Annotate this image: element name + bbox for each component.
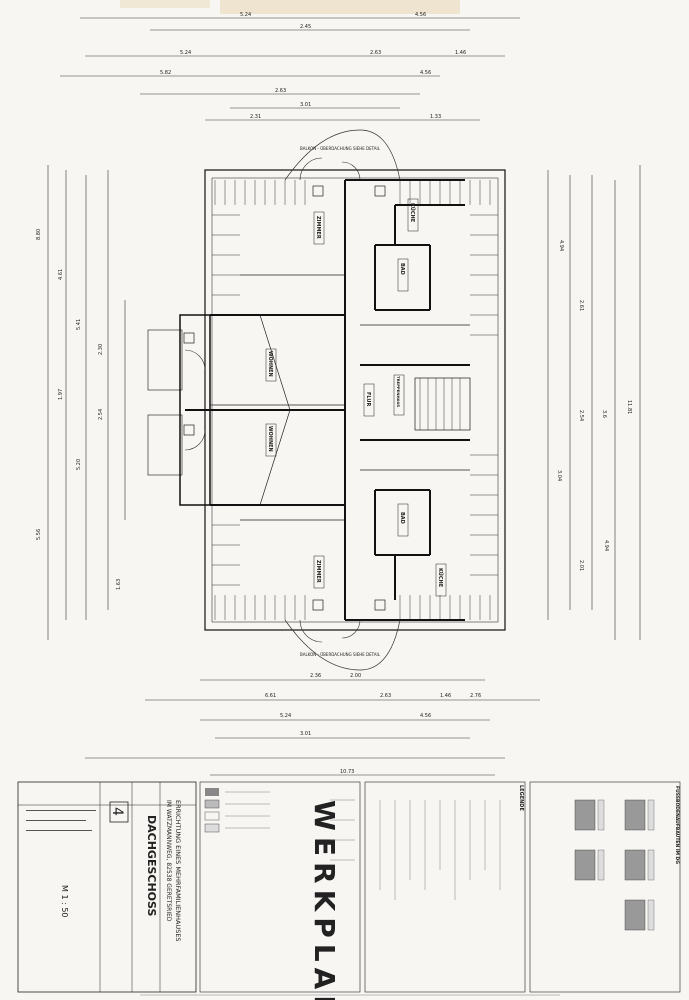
werkplan-band: WERKPLAN xyxy=(199,781,361,1000)
bottom-dim: 4.56 xyxy=(420,713,431,719)
left-dim: 8.80 xyxy=(36,229,42,240)
top-dim: 3.01 xyxy=(300,102,311,108)
left-dim: 2.30 xyxy=(98,344,104,355)
bottom-dim: 6.61 xyxy=(265,693,276,699)
top-dim: 2.45 xyxy=(300,24,311,30)
top-dimension-labels: 5.24 4.56 2.45 5.24 2.63 1.46 4.56 2.63 … xyxy=(160,12,466,120)
room-labels: KÜCHE ZIMMER BAD WOHNEN WOHNEN FLUR BAD … xyxy=(265,198,447,597)
scale: M 1 : 50 xyxy=(60,885,69,918)
room-label: WOHNEN xyxy=(267,426,273,452)
room-label: TREPPENHAUS xyxy=(396,376,401,408)
room-label: BAD xyxy=(399,263,405,275)
room-label: WOHNEN xyxy=(267,351,273,377)
bottom-dim: 2.36 xyxy=(310,673,321,679)
bottom-dimension-chains xyxy=(85,679,540,776)
left-dim: 5.41 xyxy=(76,319,82,330)
top-dim: 4.56 xyxy=(415,12,426,18)
project-line-2: IM WATZMANNWEG, 82538 GERETSRIED xyxy=(165,800,172,922)
door-swings xyxy=(184,157,361,643)
bottom-dim: 10.73 xyxy=(340,769,354,775)
room-label: KÜCHE xyxy=(409,203,416,223)
project-line-1: ERRICHTUNG EINES MEHRFAMILIENHAUSES xyxy=(174,800,182,942)
legend: LEGENDE xyxy=(364,781,526,993)
right-dimension-chains xyxy=(547,165,641,640)
right-dim: 3.6 xyxy=(601,410,607,418)
right-dim: 11.81 xyxy=(626,400,632,414)
top-dim: 4.56 xyxy=(420,70,431,76)
left-dimension-labels: 8.80 4.61 5.41 2.30 1.97 5.20 2.54 5.56 … xyxy=(36,229,122,590)
top-dim: 5.82 xyxy=(160,70,171,76)
top-dim: 1.33 xyxy=(430,114,441,120)
bottom-dim: 1.46 xyxy=(440,693,451,699)
top-dim: 5.24 xyxy=(240,12,251,18)
left-dim: 1.97 xyxy=(58,389,64,400)
top-dim: 1.46 xyxy=(455,50,466,56)
right-dim: 3.04 xyxy=(556,470,562,481)
title-block: DACHGESCHOSS 4 ERRICHTUNG EINES MEHRFAMI… xyxy=(17,781,197,993)
balcony-note-top: BALKON - ÜBERDACHUNG SIEHE DETAIL xyxy=(300,146,381,151)
left-dimension-chains xyxy=(47,165,126,640)
left-dim: 2.54 xyxy=(98,409,104,420)
room-label: ZIMMER xyxy=(315,216,321,239)
left-dim: 4.61 xyxy=(58,269,64,280)
interior-walls xyxy=(185,179,470,621)
balconies xyxy=(284,129,401,671)
left-dim: 5.20 xyxy=(76,459,82,470)
bottom-dim: 2.00 xyxy=(350,673,361,679)
right-dimension-labels: 4.94 2.61 3.6 11.81 2.54 3.04 4.94 2.01 xyxy=(556,240,632,571)
rafters xyxy=(212,180,498,620)
door-tags xyxy=(183,185,386,611)
top-dim: 5.24 xyxy=(180,50,191,56)
staircase xyxy=(414,377,471,431)
sheet-number: 4 xyxy=(109,807,125,816)
room-label: FLUR xyxy=(365,392,371,406)
bottom-dimension-labels: 5.24 4.56 6.61 2.63 1.46 2.76 2.36 2.00 … xyxy=(265,673,481,775)
room-label: KÜCHE xyxy=(437,568,444,588)
bottom-dim: 2.76 xyxy=(470,693,481,699)
left-dim: 1.63 xyxy=(116,579,122,590)
plan-type: WERKPLAN xyxy=(308,800,341,1000)
top-dim: 2.31 xyxy=(250,114,261,120)
left-dim: 5.56 xyxy=(36,529,42,540)
top-dim: 2.63 xyxy=(370,50,381,56)
room-label: ZIMMER xyxy=(315,560,321,583)
thin-partitions xyxy=(210,274,470,521)
top-dim: 2.63 xyxy=(275,88,286,94)
legend-title: LEGENDE xyxy=(518,785,524,811)
right-dim: 2.01 xyxy=(578,560,584,571)
right-dim: 4.94 xyxy=(603,540,609,551)
bottom-dim: 3.01 xyxy=(300,731,311,737)
balcony-note-bottom: BALKON - ÜBERDACHUNG SIEHE DETAIL xyxy=(300,652,381,657)
floor-build-ups: FUSSBODENAUFBAUTEN IM DG xyxy=(529,781,681,993)
bottom-dim: 2.63 xyxy=(380,693,391,699)
floor-section-title: FUSSBODENAUFBAUTEN IM DG xyxy=(674,786,680,864)
top-dimension-chains xyxy=(60,17,520,121)
right-dim: 2.61 xyxy=(578,300,584,311)
bottom-dim: 5.24 xyxy=(280,713,291,719)
right-dim: 4.94 xyxy=(558,240,564,251)
right-dim: 2.54 xyxy=(578,410,584,421)
floor-title: DACHGESCHOSS xyxy=(145,815,158,916)
room-label: BAD xyxy=(399,512,405,524)
